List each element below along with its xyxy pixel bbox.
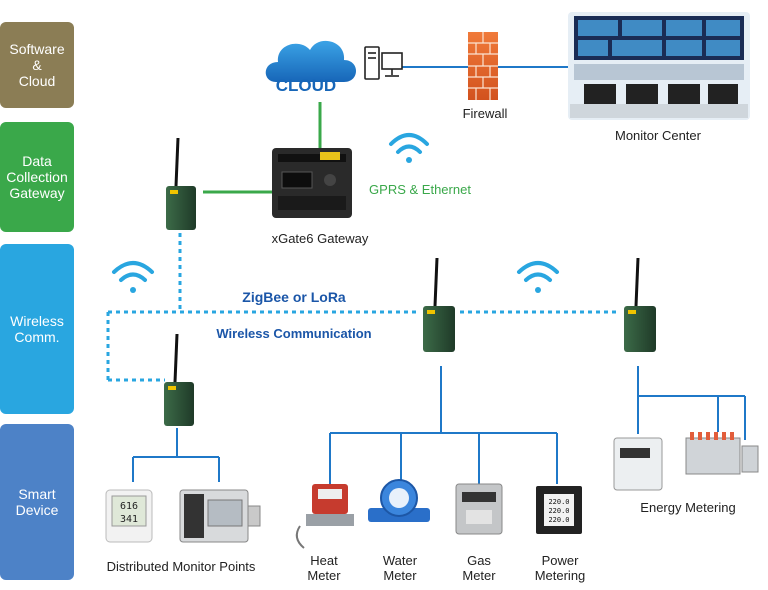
layer-wireless-comm: Wireless Comm. — [0, 244, 74, 414]
cloud-label: CLOUD — [276, 76, 336, 95]
heat-meter-label: Heat Meter — [307, 553, 341, 583]
xgate6-gateway-device — [272, 148, 352, 218]
radio-module-right — [624, 257, 656, 352]
sensor-reading-top: 616 — [120, 501, 138, 512]
water-meter-icon — [368, 479, 430, 522]
zigbee-lora-label: ZigBee or LoRa — [242, 289, 346, 305]
energy-meter-icon — [613, 432, 759, 491]
radio-module-gateway — [166, 137, 196, 230]
power-reading-1: 220.0 — [548, 498, 569, 506]
firewall-icon — [468, 32, 498, 100]
layer-data-collection-gateway: Data Collection Gateway — [0, 122, 74, 232]
cloud-icon: CLOUD — [265, 40, 356, 95]
wireless-communication-label: Wireless Communication — [216, 326, 372, 341]
radio-module-left — [164, 333, 194, 426]
wifi-icon — [517, 261, 559, 293]
layer-software-cloud: Software & Cloud — [0, 22, 74, 108]
gprs-ethernet-label: GPRS & Ethernet — [369, 182, 471, 197]
gas-meter-icon — [455, 483, 503, 535]
monitor-center-label: Monitor Center — [615, 128, 701, 143]
server-icon — [364, 46, 403, 80]
sensor-reading-bottom: 341 — [120, 514, 138, 525]
power-reading-3: 220.0 — [548, 516, 569, 524]
firewall-label: Firewall — [462, 106, 508, 121]
distributed-monitor-points-label: Distributed Monitor Points — [106, 559, 256, 574]
wifi-icon — [112, 261, 154, 293]
monitor-center-image — [568, 12, 750, 120]
dotted-wireless-links — [106, 233, 620, 382]
power-meter-icon: 220.0 220.0 220.0 — [536, 486, 582, 534]
wifi-icon — [389, 133, 429, 163]
power-reading-2: 220.0 — [548, 507, 569, 515]
blue-links — [132, 66, 746, 484]
temperature-humidity-sensor: 616 341 — [105, 489, 153, 543]
power-metering-label: Power Metering — [534, 553, 586, 583]
radio-module-center — [423, 257, 455, 352]
gateway-label: xGate6 Gateway — [271, 231, 369, 246]
energy-metering-label: Energy Metering — [640, 500, 736, 515]
water-meter-label: Water Meter — [382, 553, 418, 583]
heat-meter-icon — [295, 484, 354, 549]
layer-smart-device: Smart Device — [0, 424, 74, 580]
gas-meter-label: Gas Meter — [462, 553, 496, 583]
cnc-machine-icon — [179, 489, 261, 543]
green-links — [203, 102, 322, 194]
